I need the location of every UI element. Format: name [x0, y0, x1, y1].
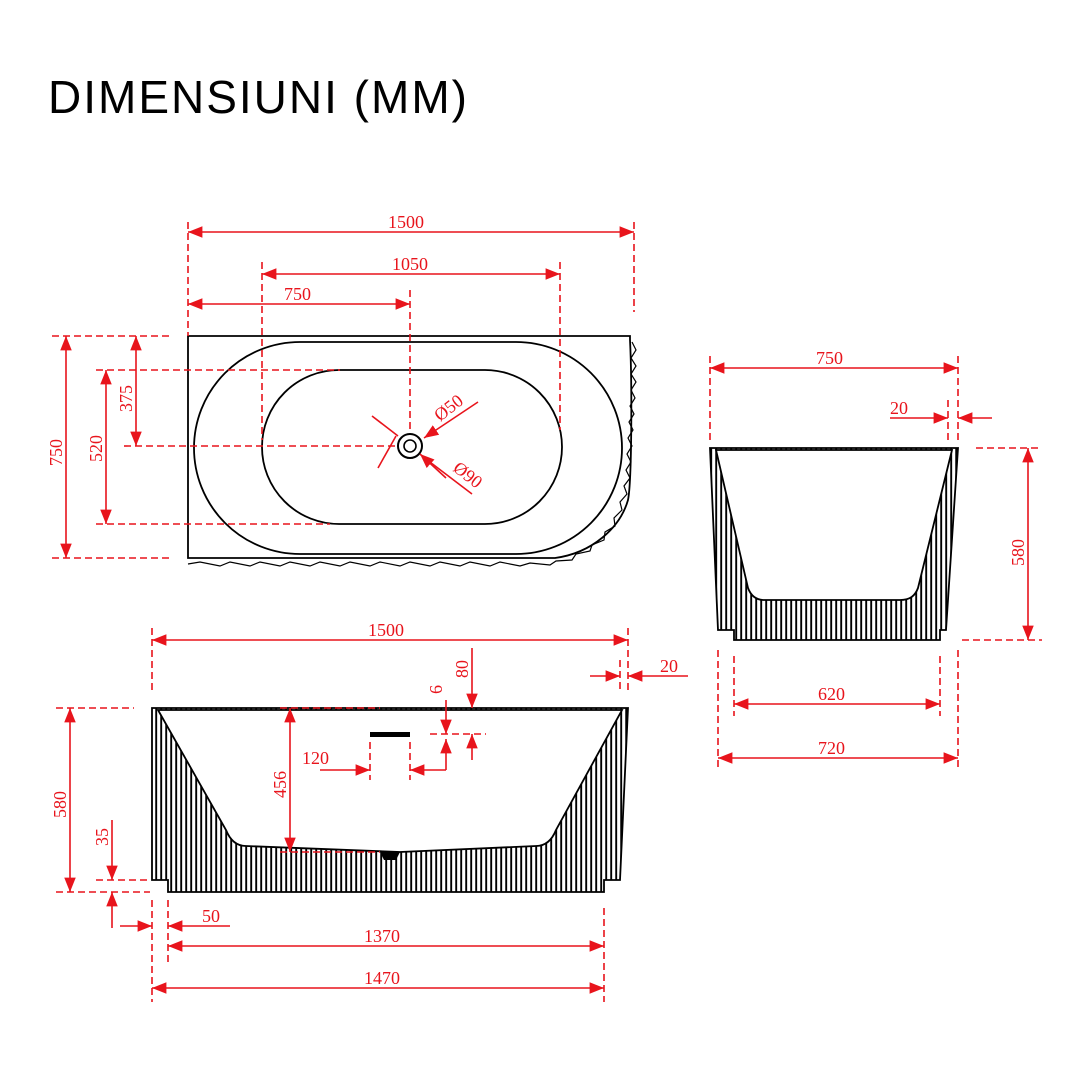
side-height-label: 580 [1008, 539, 1028, 566]
side-base-width-label: 620 [818, 684, 845, 704]
front-overflow-height-label: 80 [452, 660, 472, 678]
top-overall-width-label: 750 [46, 439, 66, 466]
side-overall-width-label: 750 [816, 348, 843, 368]
front-overall-length-label: 1500 [368, 620, 404, 640]
top-drain-center-label: 375 [116, 385, 136, 412]
front-view: 1500 20 80 6 120 456 580 35 50 1370 1470 [50, 620, 688, 1002]
tub-rim [193, 341, 623, 555]
front-base-length-label: 1370 [364, 926, 400, 946]
side-view-dimension-lines [709, 356, 1042, 770]
front-plinth-height-label: 35 [92, 828, 112, 846]
front-plinth-inset-label: 50 [202, 906, 220, 926]
front-view-dimension-lines [56, 628, 688, 1002]
front-drain [380, 852, 400, 860]
side-wall-offset-label: 20 [890, 398, 908, 418]
side-plinth-width-label: 720 [818, 738, 845, 758]
top-view: 1500 1050 750 750 520 375 Ø50 Ø90 [46, 212, 637, 567]
front-inner-basin [156, 709, 624, 853]
top-inner-width-label: 520 [86, 435, 106, 462]
page-title: DIMENSIUNI (MM) [48, 71, 469, 123]
drain-inner [403, 439, 417, 453]
top-view-dimension-lines [52, 222, 635, 559]
top-inner-length-label: 1050 [392, 254, 428, 274]
tub-ribbed-edge [187, 341, 637, 567]
top-overall-length-label: 1500 [388, 212, 424, 232]
side-view: 750 20 580 620 720 [709, 348, 1042, 770]
front-overflow-size-label: 6 [426, 685, 446, 694]
side-inner-basin [714, 449, 954, 601]
overflow-slot [370, 732, 410, 737]
drain-outer [397, 433, 423, 459]
front-plinth-length-label: 1470 [364, 968, 400, 988]
tub-inner-basin [261, 369, 563, 525]
top-drain-offset-label: 750 [284, 284, 311, 304]
front-height-label: 580 [50, 791, 70, 818]
front-inner-depth-label: 456 [270, 771, 290, 798]
front-overflow-width-label: 120 [302, 748, 329, 768]
front-wall-offset-label: 20 [660, 656, 678, 676]
